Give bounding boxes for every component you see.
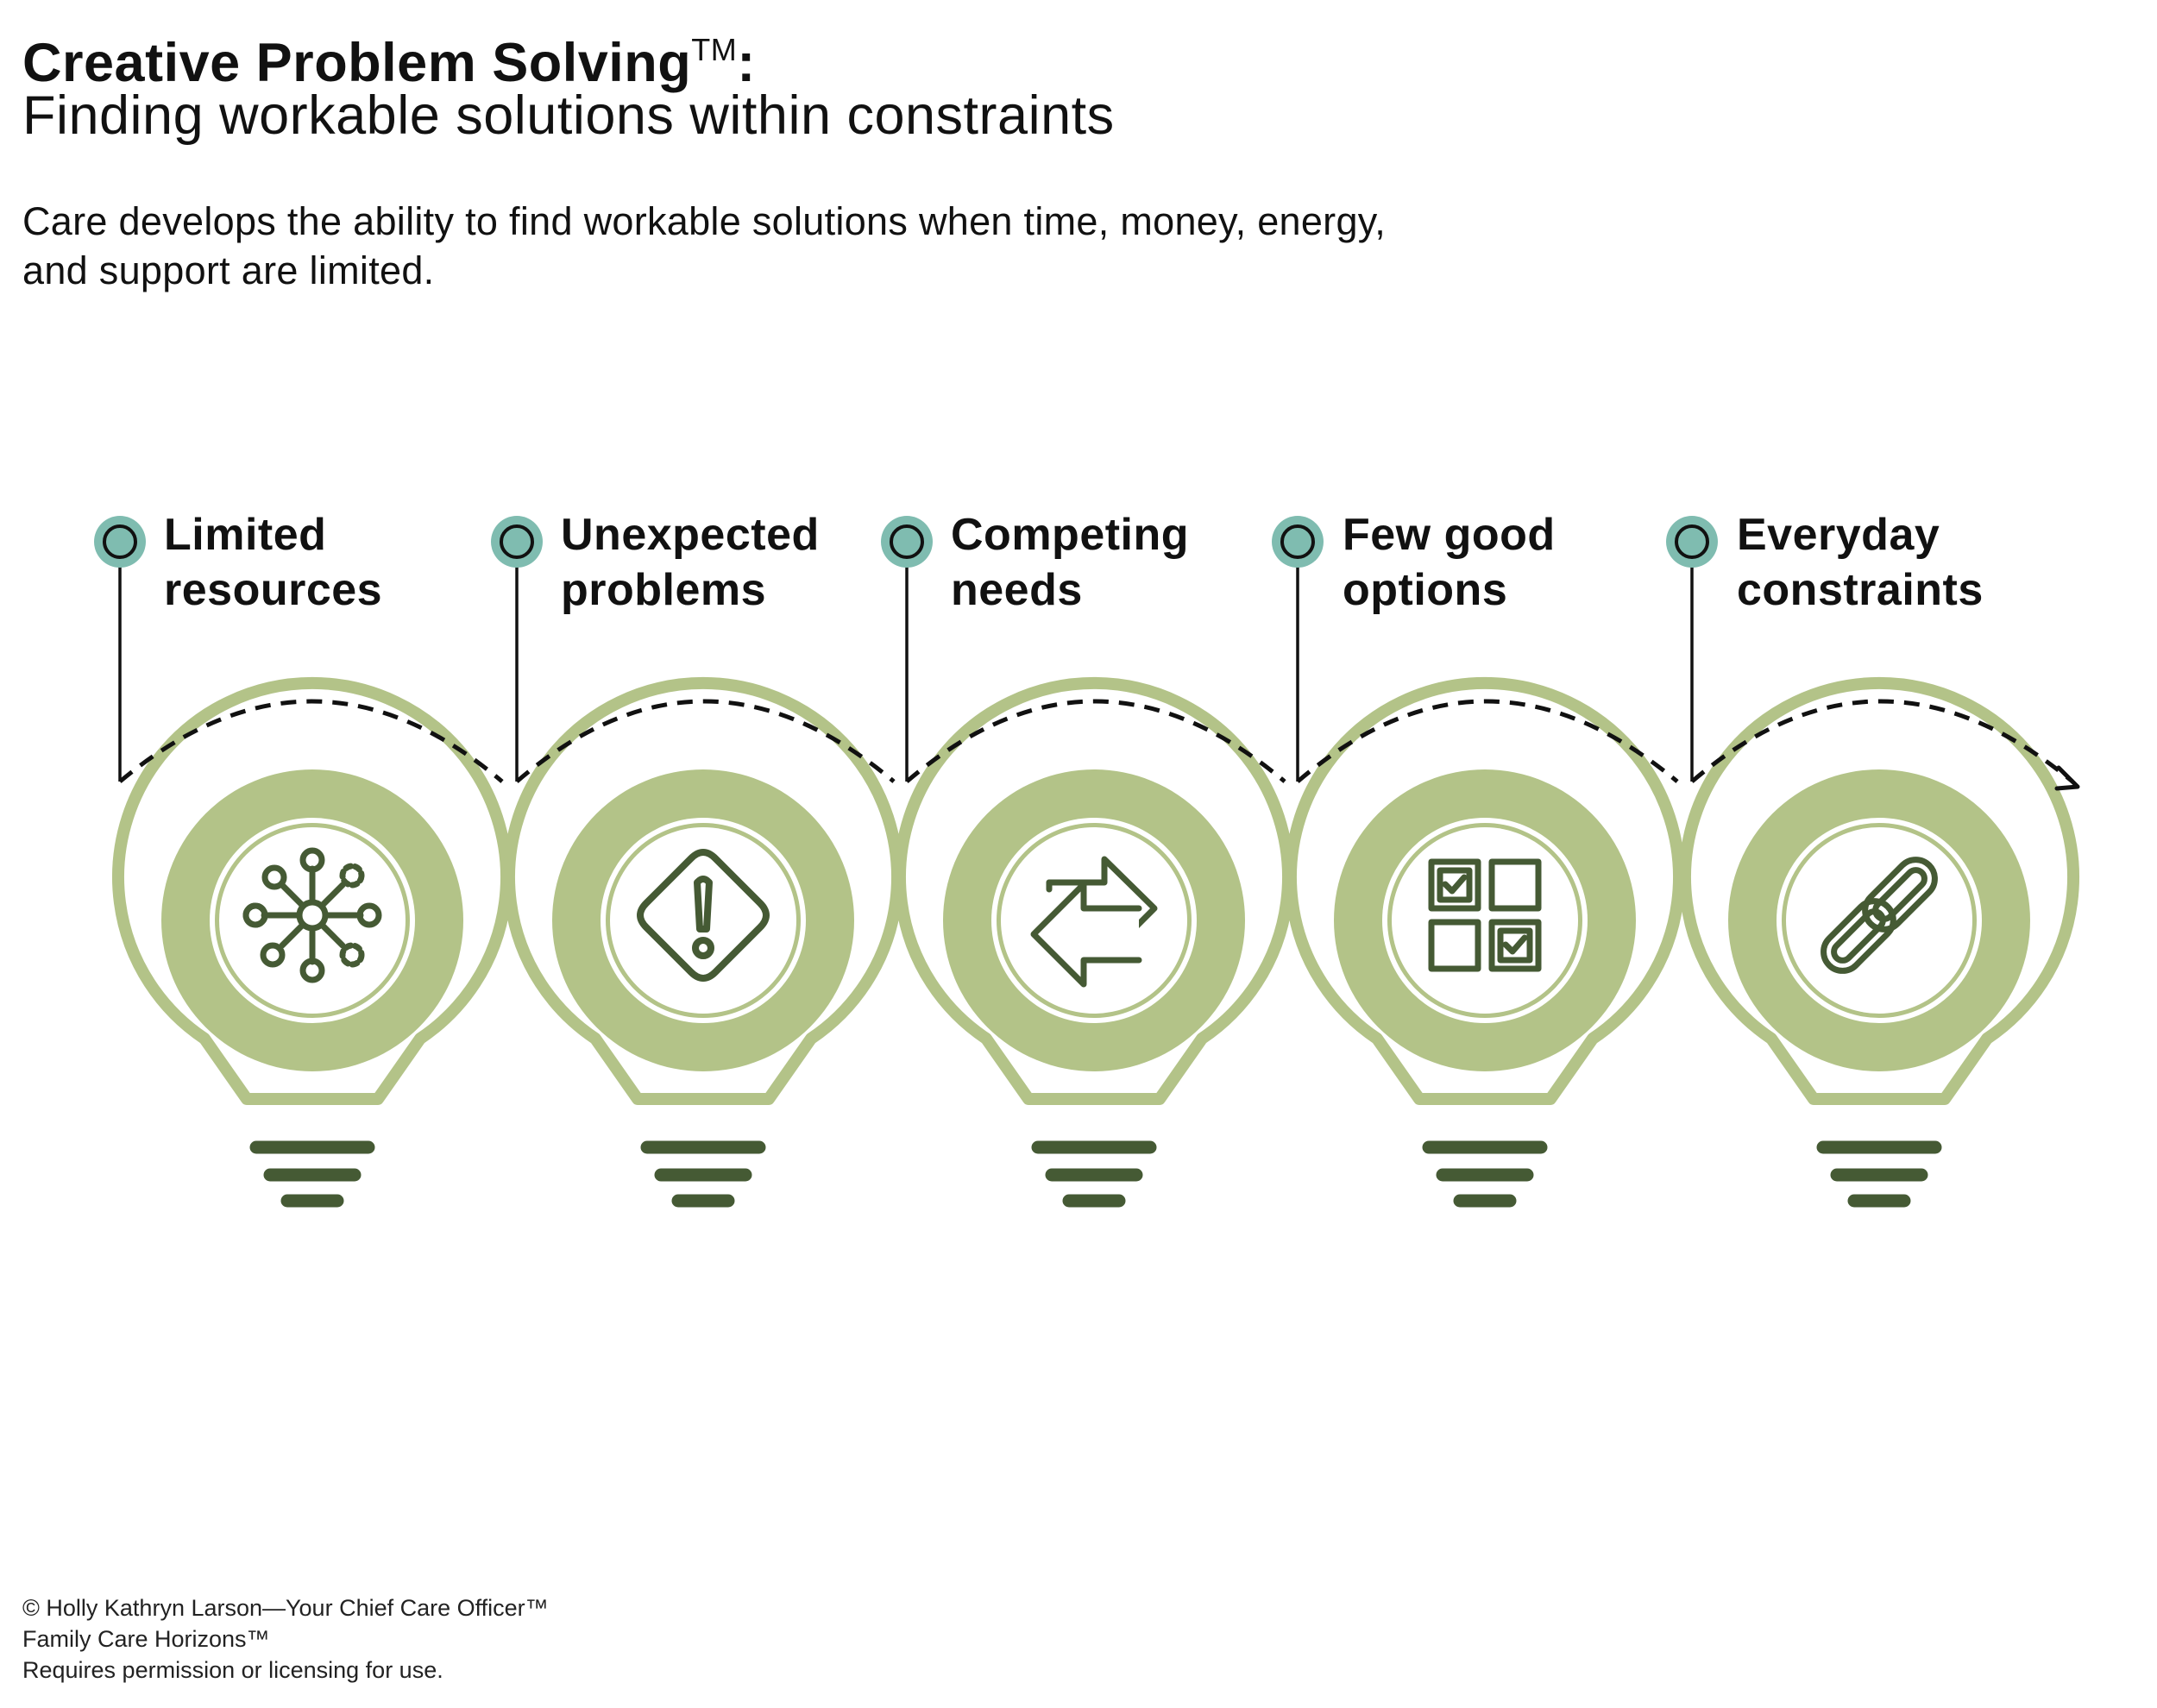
intro-paragraph: Care develops the ability to find workab…: [22, 197, 1662, 295]
step-1-label: Limited resources: [164, 507, 382, 618]
connector-arc-1: [118, 699, 504, 783]
page-title: Creative Problem SolvingTM:: [22, 17, 756, 96]
step-1-label-line-1: Limited: [164, 510, 327, 560]
footer-line-1: © Holly Kathryn Larson—Your Chief Care O…: [22, 1595, 549, 1621]
connector-arc-5: [1690, 699, 2074, 783]
copyright-footer: © Holly Kathryn Larson—Your Chief Care O…: [22, 1592, 549, 1686]
step-2-label: Unexpected problems: [561, 507, 820, 618]
step-5-label: Everyday constraints: [1737, 507, 1984, 618]
connector-arc-2: [515, 699, 896, 783]
trademark-mark: TM: [691, 32, 738, 67]
step-2-label-line-1: Unexpected: [561, 510, 820, 560]
connector-arc-3: [905, 699, 1286, 783]
arrowhead-icon: [2054, 765, 2080, 791]
page-subtitle: Finding workable solutions within constr…: [22, 85, 1115, 146]
step-3-label: Competing needs: [951, 507, 1189, 618]
checkbox-grid-icon: [1428, 858, 1542, 972]
step-4-marker: [1272, 516, 1324, 568]
step-3-marker: [881, 516, 933, 568]
step-5-label-line-1: Everyday: [1737, 510, 1940, 560]
chain-link-icon: [1821, 857, 1938, 974]
step-5-label-line-2: constraints: [1737, 565, 1984, 615]
swap-arrows-icon: [1030, 856, 1158, 988]
step-4-disk: [1334, 769, 1636, 1071]
title-colon: :: [737, 33, 756, 93]
step-1-disk: [161, 769, 463, 1071]
step-4-label: Few good options: [1343, 507, 1556, 618]
footer-line-3: Requires permission or licensing for use…: [22, 1657, 443, 1683]
title-text: Creative Problem Solving: [22, 33, 692, 93]
step-2-label-line-2: problems: [561, 565, 767, 615]
network-hub-icon: [242, 847, 382, 983]
intro-line-1: Care develops the ability to find workab…: [22, 199, 1387, 243]
intro-line-2: and support are limited.: [22, 248, 435, 292]
step-4-label-line-1: Few good: [1343, 510, 1556, 560]
step-2-disk: [552, 769, 854, 1071]
step-3-label-line-2: needs: [951, 565, 1083, 615]
footer-line-2: Family Care Horizons™: [22, 1626, 270, 1652]
warning-diamond-icon: [637, 849, 770, 982]
step-2-marker: [491, 516, 543, 568]
step-3-label-line-1: Competing: [951, 510, 1190, 560]
step-1-marker: [94, 516, 146, 568]
step-4-label-line-2: options: [1343, 565, 1508, 615]
connector-arc-4: [1296, 699, 1679, 783]
step-1-label-line-2: resources: [164, 565, 383, 615]
step-5-marker: [1666, 516, 1718, 568]
